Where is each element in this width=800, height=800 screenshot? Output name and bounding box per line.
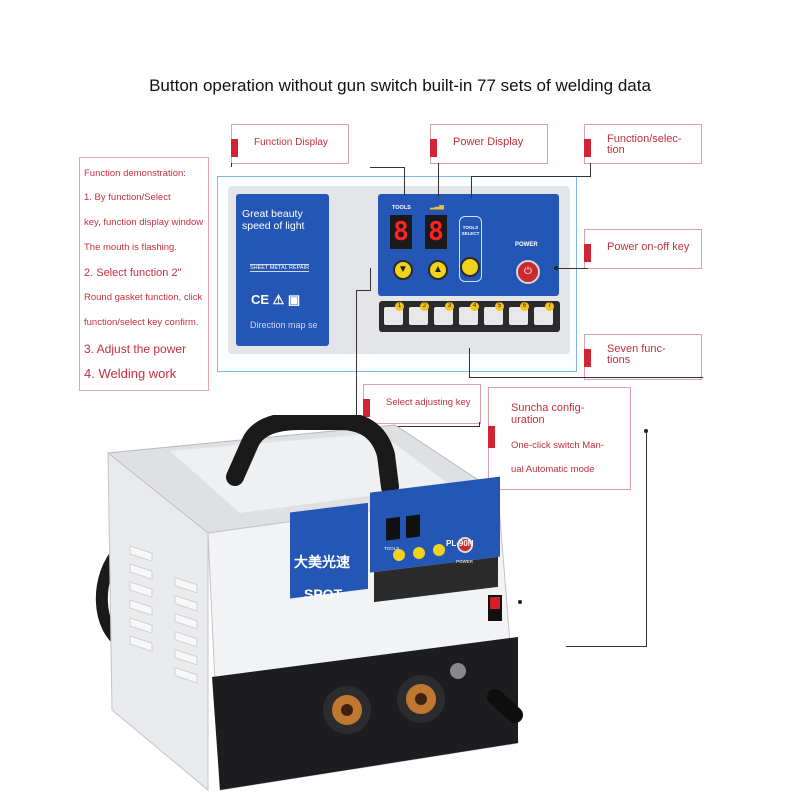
machine-tools-label: TOOLS [384,546,400,551]
up-button[interactable]: ▲ [428,260,448,280]
page-title: Button operation without gun switch buil… [149,76,651,95]
spot-welder-machine [95,415,523,792]
callout-adjust-key: Select adjusting key [363,384,481,424]
function-key-3[interactable]: 3 [434,302,454,325]
callout-power-key: Power on-off key [584,229,702,269]
callout-seven-functions: Seven func-tions [584,334,702,380]
power-button[interactable]: ⏻ [516,260,540,284]
function-key-2[interactable]: 2 [409,302,429,325]
function-demonstration: Function demonstration: 1. By function/S… [79,157,209,391]
callout-function-select: Function/selec-tion [584,124,702,164]
machine-model: PL-90N [446,539,474,548]
cert-icons: CE ⚠ ▣ [251,292,301,307]
machine-spot-label: SPOT [304,586,343,602]
machine-power-label: POWER [456,559,474,564]
callout-suncha-configuration: Suncha config-uration One-click switch M… [488,387,631,490]
function-key-4[interactable]: 4 [459,302,479,325]
power-display: 8 [425,215,447,249]
function-key-1[interactable]: 1 [384,302,404,325]
control-card: TOOLS ▂▃▅ 8 8 TOOLS SELECT ▼ ▲ POWER ⏻ [378,194,559,296]
machine-brand: 大美光速 [294,554,350,570]
function-display: 8 [390,215,412,249]
function-key-row: 1 2 3 4 5 6 7 [379,301,560,332]
function-key-5[interactable]: 5 [484,302,504,325]
function-select-button[interactable] [460,257,480,277]
function-key-7[interactable]: 7 [534,302,554,325]
function-key-6[interactable]: 6 [509,302,529,325]
callout-power-display: Power Display [430,124,548,164]
down-button[interactable]: ▼ [393,260,413,280]
callout-function-display: Function Display [231,124,349,164]
